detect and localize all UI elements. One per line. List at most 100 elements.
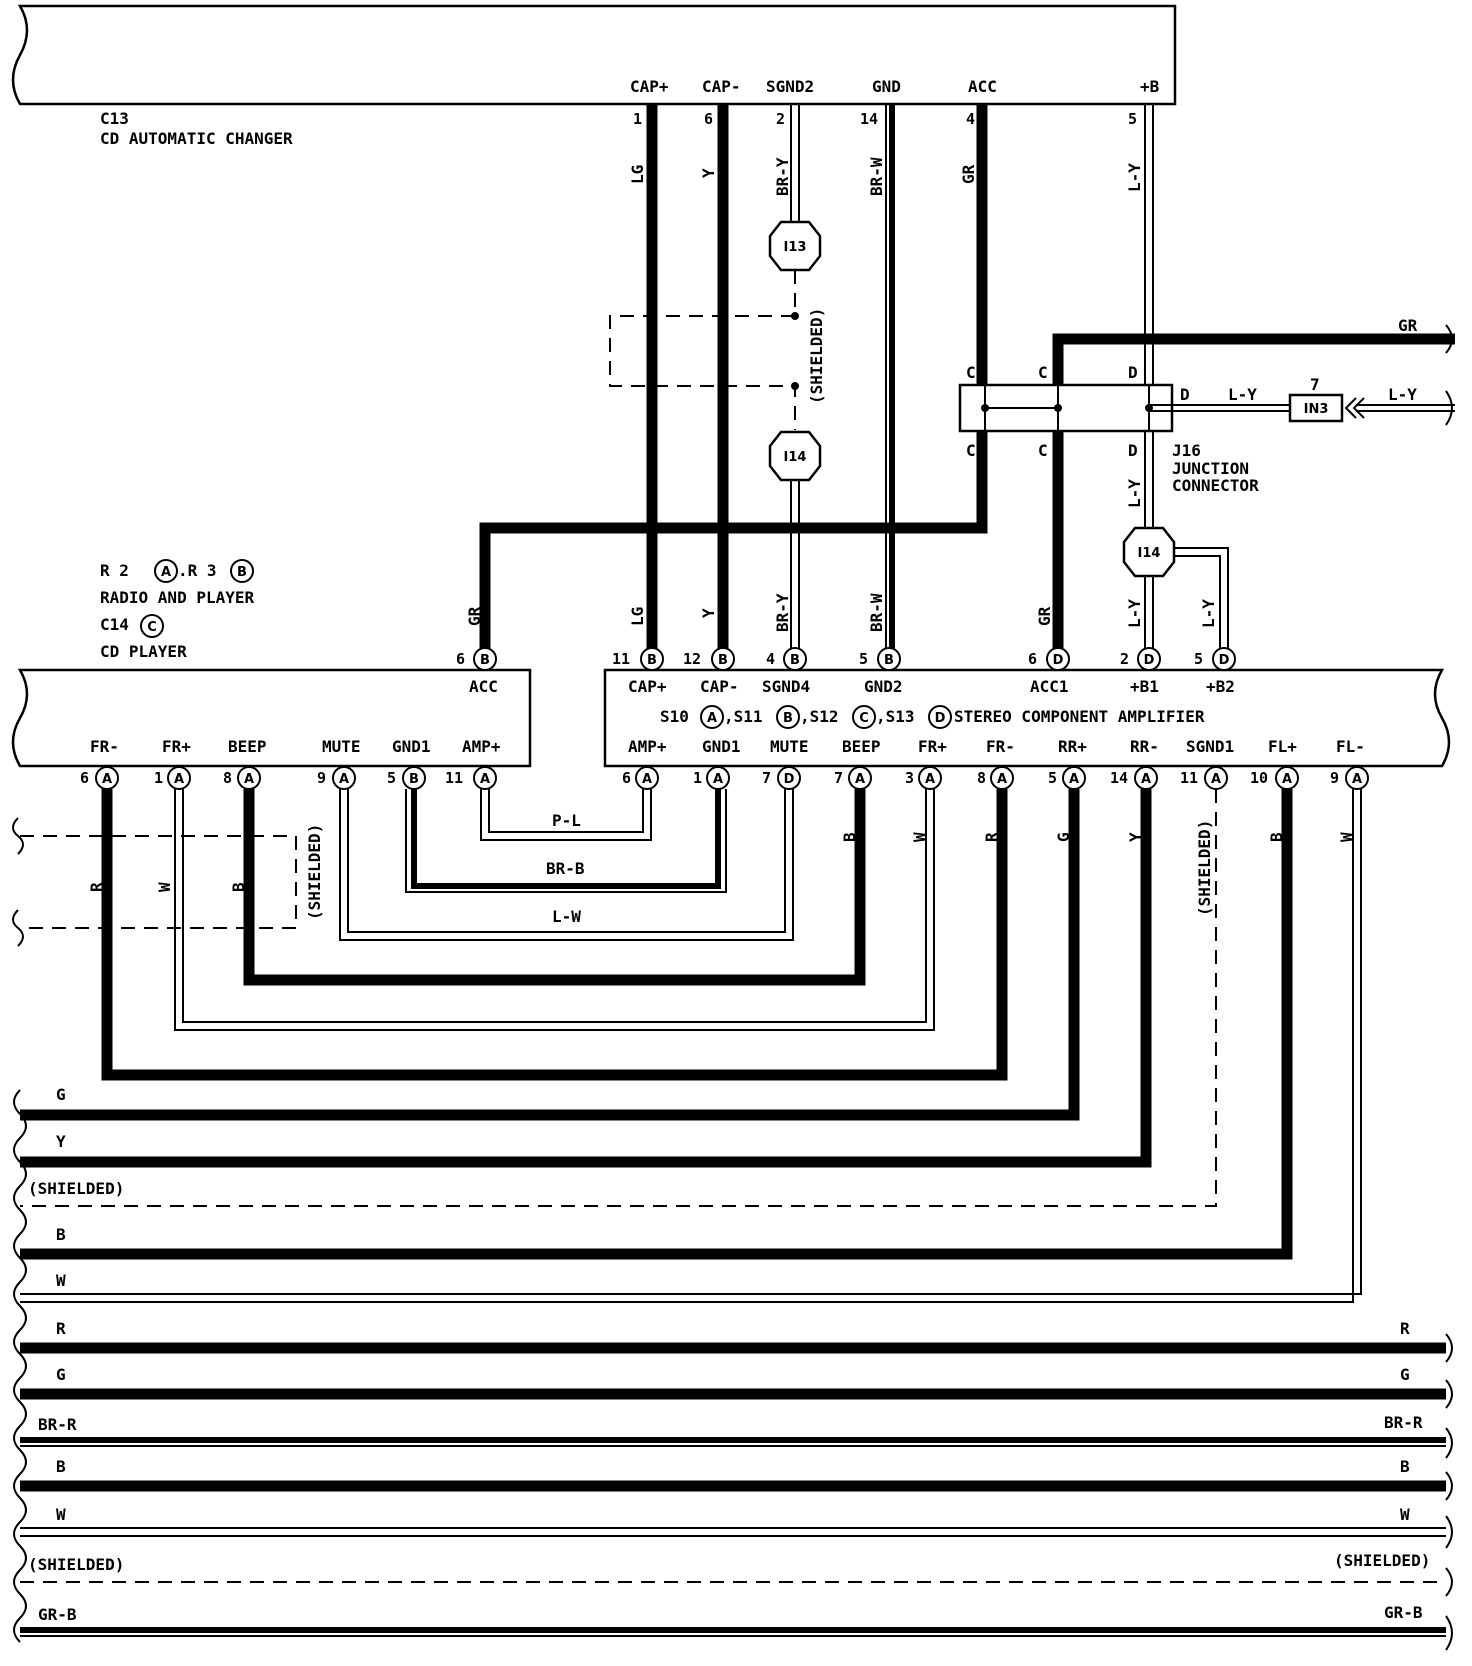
radio-name: RADIO AND PLAYER xyxy=(100,588,254,607)
splice-i14-left: I14 xyxy=(768,430,822,482)
wire-gr-right xyxy=(1052,333,1455,385)
label-b-beep: B xyxy=(229,882,248,892)
label-brw-amp: BR-W xyxy=(867,593,886,632)
vertical-wire-labels: LG Y BR-Y BR-W GR L-Y GR LG Y BR-Y BR-W … xyxy=(465,157,1218,632)
label-shielded-radio: (SHIELDED) xyxy=(305,824,324,920)
label-brb: BR-B xyxy=(546,859,585,878)
amp-term-cap-plus: CAP+ xyxy=(628,677,667,696)
amp-bot-pin-3: 7 xyxy=(834,769,843,787)
amp-bot-letter-7: A xyxy=(1141,772,1151,787)
splice-i14-right-label: I14 xyxy=(1138,546,1161,561)
j16-line1: JUNCTION xyxy=(1172,459,1249,478)
j16-pin-d1: D xyxy=(1128,363,1138,382)
amp-bot-pin-10: 9 xyxy=(1330,769,1339,787)
j16-pin-d2: D xyxy=(1180,385,1190,404)
amp-bot-pin-4: 3 xyxy=(905,769,914,787)
radio-pin-9: 9 xyxy=(317,769,326,787)
label-bry-top: BR-Y xyxy=(773,157,792,196)
amp-title-s11: ,S11 xyxy=(724,707,763,726)
label-lg-top: LG xyxy=(628,165,647,184)
radio-term-mute: MUTE xyxy=(322,737,361,756)
amp-term-b1: +B1 xyxy=(1130,677,1159,696)
amp-bot-pin-0: 6 xyxy=(622,769,631,787)
label-lw: L-W xyxy=(552,907,581,926)
amp-name: STEREO COMPONENT AMPLIFIER xyxy=(954,707,1205,726)
amp-term-fr-plus: FR+ xyxy=(918,737,947,756)
radio-term-fr-minus: FR- xyxy=(90,737,119,756)
bus-right-6: GR-B xyxy=(1384,1603,1423,1622)
radio-pin-6: 6 xyxy=(80,769,89,787)
radio-id-r3: .R 3 xyxy=(178,561,217,580)
c13-term-sgnd2: SGND2 xyxy=(766,77,814,96)
label-ly-mid: L-Y xyxy=(1125,479,1144,508)
bus-left-3: B xyxy=(56,1225,66,1244)
radio-term-fr-plus: FR+ xyxy=(162,737,191,756)
amp-bot-letter-6: A xyxy=(1069,772,1079,787)
shield-dot-bottom xyxy=(791,382,799,390)
bus-left-6: G xyxy=(56,1365,66,1384)
c13-pin-5: 5 xyxy=(1128,110,1137,128)
wire-ly-b2-b xyxy=(1172,555,1221,660)
amp-title-s10: S10 xyxy=(660,707,689,726)
label-bry-amp: BR-Y xyxy=(773,593,792,632)
label-r-fr: R xyxy=(87,882,106,892)
amp-top-letter-2: B xyxy=(790,653,800,668)
c13-cd-changer: C13 CD AUTOMATIC CHANGER CAP+ CAP- SGND2… xyxy=(11,4,1177,148)
amp-top-pin-6: 6 xyxy=(1028,650,1037,668)
svg-text:B: B xyxy=(783,711,793,726)
amp-term-cap-minus: CAP- xyxy=(700,677,739,696)
bus-left-4: W xyxy=(56,1271,66,1290)
amp-term-amp-plus: AMP+ xyxy=(628,737,667,756)
label-y-top: Y xyxy=(699,168,718,178)
amp-bot-letter-3: A xyxy=(855,772,865,787)
label-b-flplus: B xyxy=(1267,832,1286,842)
j16-id: J16 xyxy=(1172,441,1201,460)
amp-bot-letter-10: A xyxy=(1352,772,1362,787)
svg-text:B: B xyxy=(237,565,247,580)
radio-pin-9-letter: A xyxy=(339,772,349,787)
c13-term-cap-minus: CAP- xyxy=(702,77,741,96)
amp-bot-letter-9: A xyxy=(1282,772,1292,787)
amp-bot-letter-4: A xyxy=(925,772,935,787)
radio-pin-5: 5 xyxy=(387,769,396,787)
amp-title-s13: ,S13 xyxy=(876,707,915,726)
label-gr-top: GR xyxy=(959,164,978,184)
j16-pin-d3: D xyxy=(1128,441,1138,460)
svg-text:C: C xyxy=(147,620,157,635)
amp-top-pin-4: 4 xyxy=(766,650,775,668)
label-w-fr: W xyxy=(155,882,174,892)
amp-bot-pin-2: 7 xyxy=(762,769,771,787)
radio-pin-8-letter: A xyxy=(244,772,254,787)
amp-term-mute: MUTE xyxy=(770,737,809,756)
label-ly-top: L-Y xyxy=(1125,163,1144,192)
wire-gr-acc xyxy=(479,104,988,660)
label-gr-right: GR xyxy=(1398,316,1418,335)
bus-right-4: W xyxy=(1400,1505,1410,1524)
c13-term-acc: ACC xyxy=(968,77,997,96)
bottom-bus: G Y (SHIELDED) B W R G BR-R B W (SHIELDE… xyxy=(13,324,1453,1651)
radio-and-player: R 2 A .R 3 B RADIO AND PLAYER C14 C CD P… xyxy=(11,559,532,790)
c13-pin-2: 2 xyxy=(776,110,785,128)
in3-pin: 7 xyxy=(1310,375,1320,394)
svg-text:A: A xyxy=(161,565,171,580)
label-ly-b2: L-Y xyxy=(1199,599,1218,628)
bus-right-1: G xyxy=(1400,1365,1410,1384)
amp-term-gnd1: GND1 xyxy=(702,737,741,756)
amp-top-letter-1: B xyxy=(718,653,728,668)
bus-left-5: R xyxy=(56,1319,66,1338)
splice-i14-left-label: I14 xyxy=(784,450,807,465)
amp-top-pin-5: 5 xyxy=(859,650,868,668)
radio-term-gnd1: GND1 xyxy=(392,737,431,756)
amp-term-acc1: ACC1 xyxy=(1030,677,1069,696)
label-gr-acc1: GR xyxy=(1035,606,1054,626)
amp-term-sgnd1: SGND1 xyxy=(1186,737,1234,756)
svg-text:A: A xyxy=(707,711,717,726)
label-ly-in3: L-Y xyxy=(1388,385,1417,404)
bus-left-7: BR-R xyxy=(38,1415,77,1434)
amp-term-beep: BEEP xyxy=(842,737,881,756)
c13-name: CD AUTOMATIC CHANGER xyxy=(100,129,293,148)
wire-ly-b2-a xyxy=(1172,547,1229,660)
label-w-flminus: W xyxy=(1337,832,1356,842)
amp-bot-pin-1: 1 xyxy=(693,769,702,787)
